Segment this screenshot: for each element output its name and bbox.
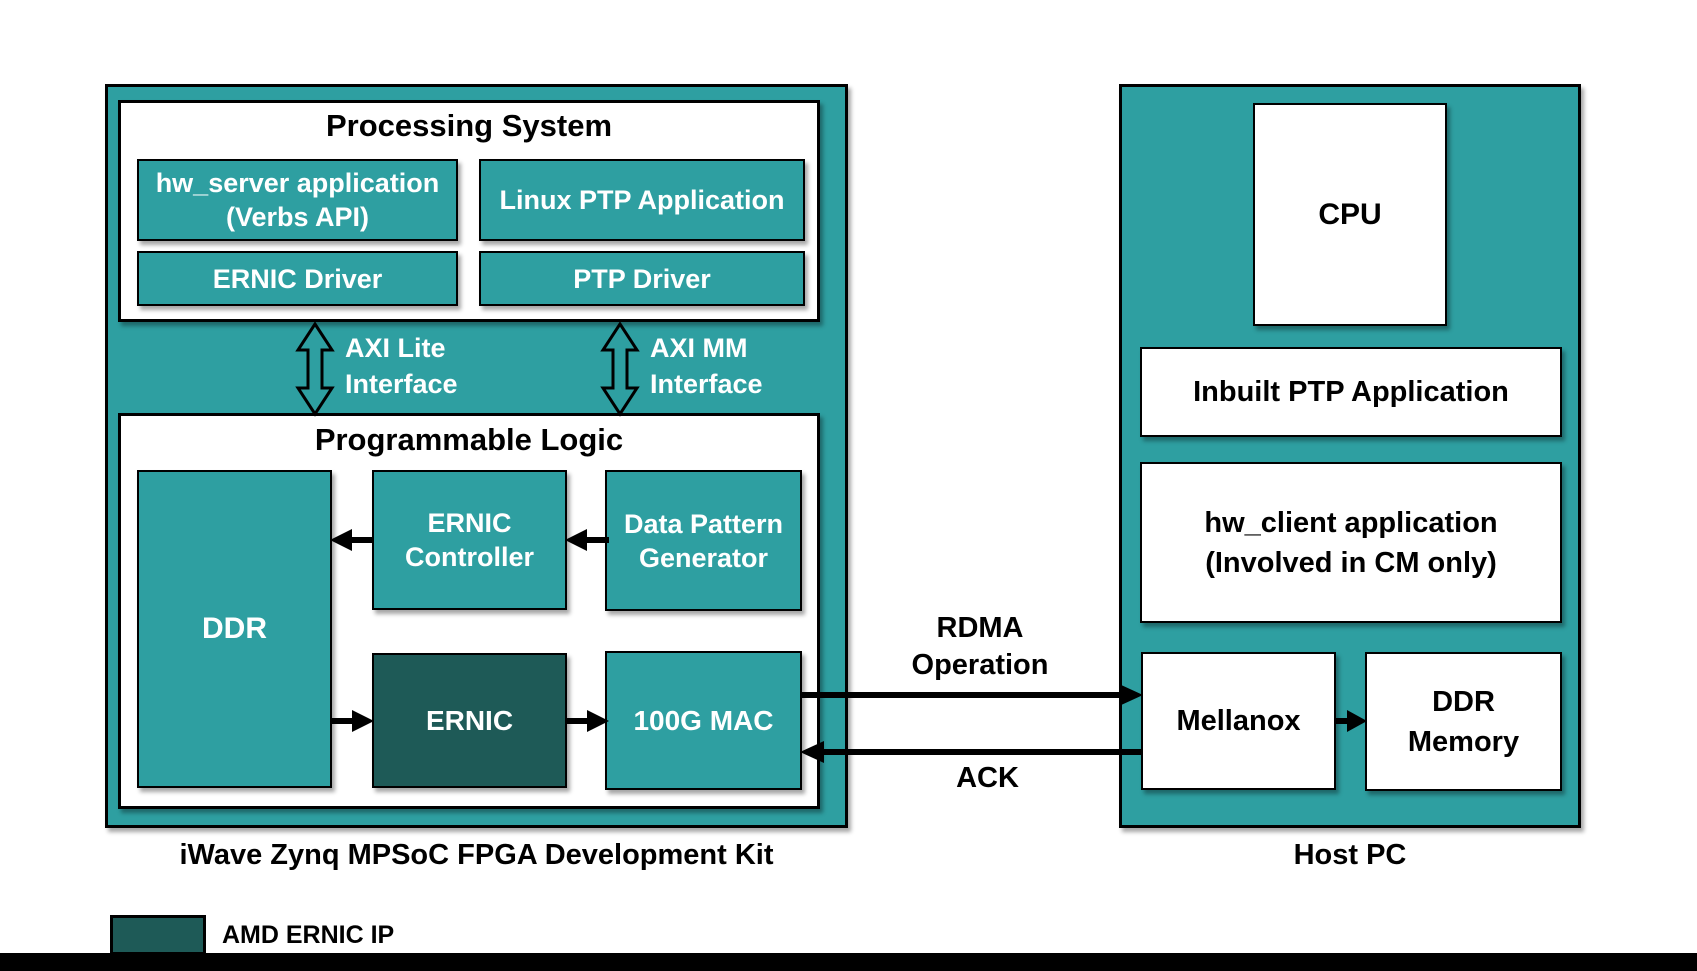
block-ddr: DDR	[137, 470, 332, 788]
axi-lite-interface-label: AXI Lite Interface	[345, 333, 458, 399]
ernic-driver-label: ERNIC Driver	[212, 263, 383, 294]
arrow-ernic-controller-to-ddr-icon	[330, 529, 374, 551]
data-pattern-generator-label: Data Pattern Generator	[623, 508, 784, 573]
block-ptp-driver: PTP Driver	[479, 251, 805, 306]
ddr-label: DDR	[202, 612, 267, 645]
mellanox-label: Mellanox	[1176, 705, 1301, 737]
arrow-data-pattern-generator-to-ernic-controller-icon	[565, 529, 609, 551]
arrow-mellanox-to-ddr-memory-icon	[1334, 710, 1367, 732]
linux-ptp-label: Linux PTP Application	[499, 185, 785, 215]
block-data-pattern-generator: Data Pattern Generator	[605, 470, 802, 611]
block-ernic-controller: ERNIC Controller	[372, 470, 567, 610]
block-ddr-memory: DDR Memory	[1365, 652, 1562, 791]
block-ernic: ERNIC	[372, 653, 567, 788]
devkit-caption: iWave Zynq MPSoC FPGA Development Kit	[179, 839, 774, 871]
arrow-ack-icon	[800, 741, 1143, 763]
block-hw-client-application: hw_client application (Involved in CM on…	[1140, 462, 1562, 623]
axi-lite-double-arrow-icon	[295, 321, 335, 417]
block-100g-mac: 100G MAC	[605, 651, 802, 790]
arrow-ddr-to-ernic-icon	[330, 710, 374, 732]
block-inbuilt-ptp-application: Inbuilt PTP Application	[1140, 347, 1562, 437]
ptp-driver-label: PTP Driver	[573, 263, 711, 294]
programmable-logic-title: Programmable Logic	[314, 422, 624, 457]
mac-100g-label: 100G MAC	[633, 704, 774, 736]
inbuilt-ptp-label: Inbuilt PTP Application	[1193, 376, 1509, 408]
ernic-label: ERNIC	[425, 704, 514, 736]
rdma-operation-label: RDMA Operation	[911, 612, 1049, 681]
block-hw-server-application: hw_server application (Verbs API)	[137, 159, 458, 241]
axi-mm-interface-label: AXI MM Interface	[650, 333, 763, 399]
block-mellanox: Mellanox	[1141, 652, 1336, 790]
ernic-controller-label: ERNIC Controller	[404, 508, 534, 572]
hw-client-label: hw_client application (Involved in CM on…	[1204, 506, 1498, 579]
ddr-memory-label: DDR Memory	[1407, 685, 1520, 758]
hw-server-label: hw_server application (Verbs API)	[155, 168, 440, 232]
cpu-label: CPU	[1318, 197, 1382, 231]
processing-system-title: Processing System	[325, 108, 613, 143]
legend-amd-ernic-label: AMD ERNIC IP	[222, 921, 395, 949]
legend-amd-ernic-swatch	[110, 915, 206, 955]
arrow-rdma-operation-icon	[800, 684, 1143, 706]
arrow-ernic-to-100g-mac-icon	[565, 710, 609, 732]
axi-mm-double-arrow-icon	[600, 321, 640, 417]
ack-label: ACK	[956, 762, 1019, 794]
block-ernic-driver: ERNIC Driver	[137, 251, 458, 306]
block-cpu: CPU	[1253, 103, 1447, 326]
bottom-black-bar	[0, 953, 1697, 971]
host-pc-caption: Host PC	[1293, 839, 1407, 871]
block-linux-ptp-application: Linux PTP Application	[479, 159, 805, 241]
